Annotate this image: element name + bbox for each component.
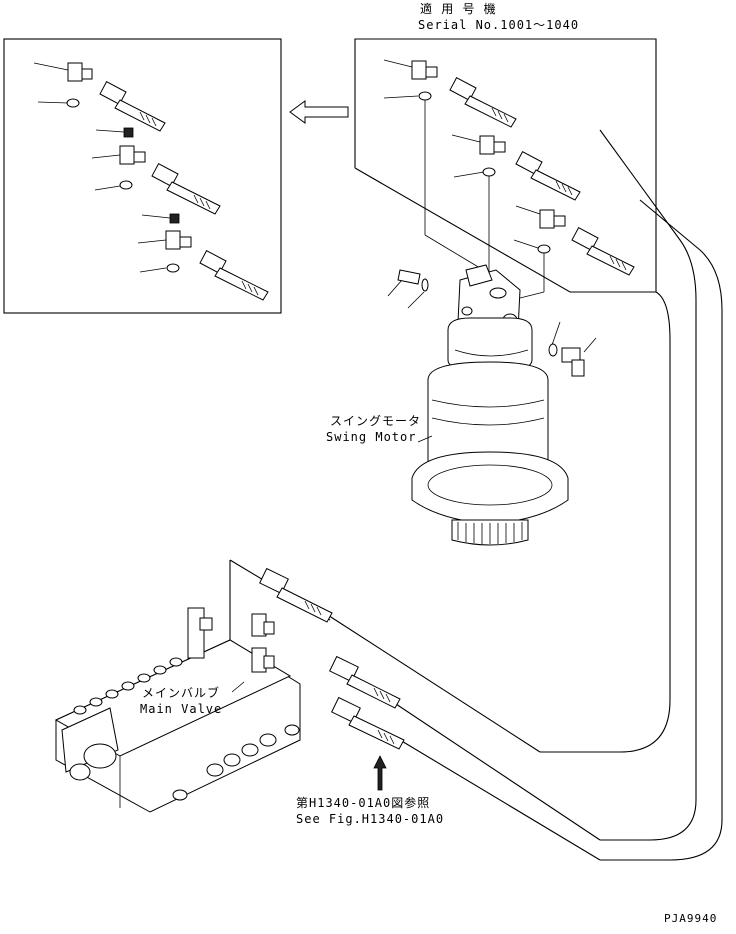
reference-label-en: See Fig.H1340-01A0 [296,812,445,826]
swing-motor-label-en: Swing Motor [326,430,417,444]
detail-hose-2 [151,162,221,215]
detail-fitting-3 [137,213,192,273]
lower-hose-3 [331,696,405,750]
lower-hose-2 [329,655,401,709]
serial-fitting-2 [451,134,506,178]
motor-elbow-fitting [548,321,597,377]
label-leaders [231,435,433,693]
serial-number: Serial No.1001～1040 [418,18,580,32]
arrow-left-icon [289,100,349,124]
detail-fitting-1 [33,62,93,108]
serial-fitting-1 [383,59,438,101]
serial-box [354,38,657,301]
serial-hose-2 [515,150,581,201]
reference-label-jp: 第H1340-01A0図参照 [296,796,431,810]
main-valve-label-jp: メインバルブ [142,686,221,700]
main-valve-label-en: Main Valve [140,702,223,716]
main-valve [54,607,301,813]
drawing-code: PJA9940 [664,912,718,925]
routing-lines [229,129,723,861]
swing-motor-label-jp: スイングモータ [330,414,422,428]
lower-hose-1 [259,567,333,623]
serial-hose-1 [449,76,517,128]
applicability-title: 適 用 号 機 [420,2,497,16]
serial-fitting-3 [513,205,566,254]
detail-box [3,38,282,314]
swing-motor [411,264,569,546]
serial-hose-3 [571,226,635,276]
detail-hose-3 [199,249,269,301]
arrow-up-icon [373,755,387,791]
detail-fitting-2 [91,127,146,191]
detail-hose-1 [99,80,166,132]
motor-drain-fitting [387,269,429,309]
